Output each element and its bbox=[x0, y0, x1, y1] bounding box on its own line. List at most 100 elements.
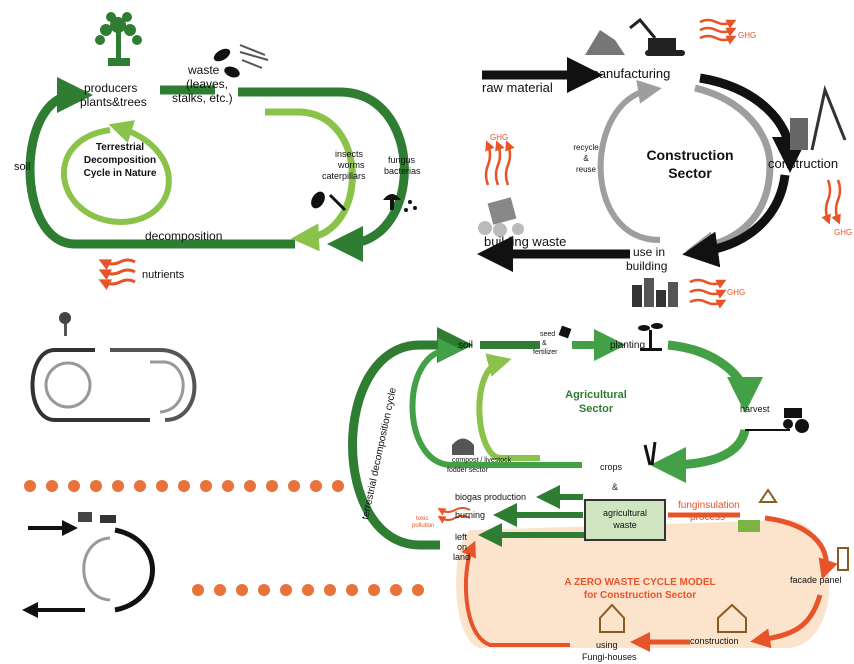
label-construction: construction bbox=[768, 156, 838, 171]
label-ag-waste-1: agricultural bbox=[603, 508, 647, 518]
label-fungus-1: fungus bbox=[388, 155, 416, 165]
recycle-arrow bbox=[597, 79, 662, 243]
label-building-waste: building waste bbox=[484, 234, 566, 249]
label-ag-soil: soil bbox=[458, 340, 473, 351]
zero-waste-labels: funginsulation process A ZERO WASTE CYCL… bbox=[564, 500, 841, 662]
label-toxic-1: toxic bbox=[416, 516, 428, 522]
label-using-1: using bbox=[596, 640, 618, 650]
zero-waste-region bbox=[456, 520, 830, 648]
label-ghg-1: GHG bbox=[738, 31, 756, 40]
label-crops: crops bbox=[600, 462, 623, 472]
label-biogas: biogas production bbox=[455, 492, 526, 502]
label-insects-3: caterpillars bbox=[322, 171, 366, 181]
label-recycle-2: & bbox=[583, 154, 589, 163]
label-producers: producers bbox=[84, 81, 137, 95]
construction-arrow bbox=[682, 174, 790, 268]
label-manufacturing: manufacturing bbox=[588, 66, 670, 81]
barn-icon bbox=[452, 438, 474, 455]
building-waste-icon bbox=[478, 197, 524, 237]
label-center-2: Decomposition bbox=[84, 155, 156, 166]
nutrients-arrows-icon bbox=[98, 258, 136, 291]
label-construction-center-1: Construction bbox=[646, 147, 733, 163]
to-construction-arrow bbox=[750, 594, 823, 649]
center-circle-arrow bbox=[60, 120, 172, 226]
label-seed-3: fertilizer bbox=[533, 349, 558, 356]
label-fungus-2: bacterias bbox=[384, 166, 421, 176]
label-raw-material: raw material bbox=[482, 80, 553, 95]
label-ghg-4: GHG bbox=[727, 288, 745, 297]
label-seed-2: & bbox=[542, 340, 547, 347]
planting-to-harvest-arrow bbox=[667, 340, 763, 413]
funginsulation-icon bbox=[738, 488, 778, 532]
construction-cycle: GHG GHG GHG GHG raw material manufacturi… bbox=[477, 17, 852, 309]
label-nutrients: nutrients bbox=[142, 269, 185, 281]
label-fung-1: funginsulation bbox=[678, 500, 740, 511]
outer-loop-arrow bbox=[25, 77, 295, 249]
tractor-icon bbox=[745, 408, 809, 433]
plant-icon bbox=[638, 323, 663, 351]
label-amp: & bbox=[612, 482, 618, 492]
label-soil: soil bbox=[14, 161, 31, 173]
label-zero-waste-title-1: A ZERO WASTE CYCLE MODEL bbox=[564, 577, 715, 588]
fungi-house-icon bbox=[599, 603, 625, 633]
fodder-loop-arrow bbox=[409, 338, 582, 468]
label-use-in-2: building bbox=[626, 259, 667, 273]
mini-construction-cycle bbox=[22, 512, 155, 618]
label-ag-center-2: Sector bbox=[579, 403, 614, 415]
wheat-icon bbox=[643, 441, 657, 466]
label-construction-center-2: Sector bbox=[668, 165, 712, 181]
label-left-2: on bbox=[457, 542, 467, 552]
label-compost: compost / livestock bbox=[452, 457, 512, 464]
ghg-arrows-icon bbox=[484, 18, 842, 309]
label-seed-1: seed bbox=[540, 331, 555, 338]
crane-icon bbox=[790, 84, 847, 151]
label-harvest: harvest bbox=[740, 404, 770, 414]
label-zw-construction: construction bbox=[690, 636, 739, 646]
waste-to-decomposition-arrow bbox=[238, 87, 409, 262]
return-to-land-arrow bbox=[461, 540, 570, 647]
city-buildings-icon bbox=[632, 278, 678, 307]
label-waste-detail-1: (leaves, bbox=[186, 77, 228, 91]
mini-terrestrial-cycle bbox=[30, 312, 197, 422]
label-burning: burning bbox=[455, 510, 485, 520]
label-plants-trees: plants&trees bbox=[80, 95, 147, 109]
leaves-icon bbox=[213, 44, 269, 78]
label-insects-1: insects bbox=[335, 149, 364, 159]
label-ag-center-1: Agricultural bbox=[565, 389, 627, 401]
tree-icon bbox=[95, 12, 142, 66]
label-ghg-2: GHG bbox=[490, 133, 508, 142]
label-ghg-3: GHG bbox=[834, 228, 852, 237]
label-waste-detail-2: stalks, etc.) bbox=[172, 91, 233, 105]
label-fung-2: process bbox=[690, 512, 725, 523]
label-toxic-2: pollution bbox=[412, 523, 434, 529]
dotted-connector-bottom bbox=[192, 584, 424, 596]
label-recycle-1: recycle bbox=[573, 143, 599, 152]
dotted-connector-top bbox=[24, 480, 344, 492]
label-ag-waste-2: waste bbox=[612, 520, 637, 530]
label-use-in-1: use in bbox=[633, 245, 665, 259]
terrestrial-big-loop-arrow bbox=[348, 327, 473, 550]
compost-loop-arrow bbox=[476, 353, 540, 461]
label-fodder: fodder sector bbox=[447, 467, 489, 474]
label-waste: waste bbox=[187, 63, 220, 77]
insects-icon bbox=[311, 191, 347, 212]
agricultural-waste-box bbox=[584, 499, 666, 541]
inner-loop-arrow bbox=[265, 108, 356, 252]
facade-panel-icon bbox=[837, 547, 849, 571]
terrestrial-cycle: producers plants&trees waste (leaves, st… bbox=[14, 12, 421, 291]
label-center-3: Cycle in Nature bbox=[84, 168, 157, 179]
manufacturing-arrow bbox=[699, 73, 808, 173]
label-recycle-3: reuse bbox=[576, 165, 597, 174]
harvest-to-crops-arrow bbox=[650, 428, 750, 483]
label-facade: facade panel bbox=[790, 575, 842, 585]
fungus-icon bbox=[383, 194, 417, 212]
label-center-1: Terrestrial bbox=[96, 142, 144, 153]
to-facade-arrow bbox=[764, 515, 838, 580]
gray-outer-arrow bbox=[686, 84, 774, 259]
label-zero-waste-title-2: for Construction Sector bbox=[584, 590, 696, 601]
label-insects-2: worms bbox=[337, 160, 365, 170]
label-using-2: Fungi-houses bbox=[582, 652, 637, 662]
label-left-1: left bbox=[455, 532, 468, 542]
seed-icon bbox=[558, 325, 572, 339]
